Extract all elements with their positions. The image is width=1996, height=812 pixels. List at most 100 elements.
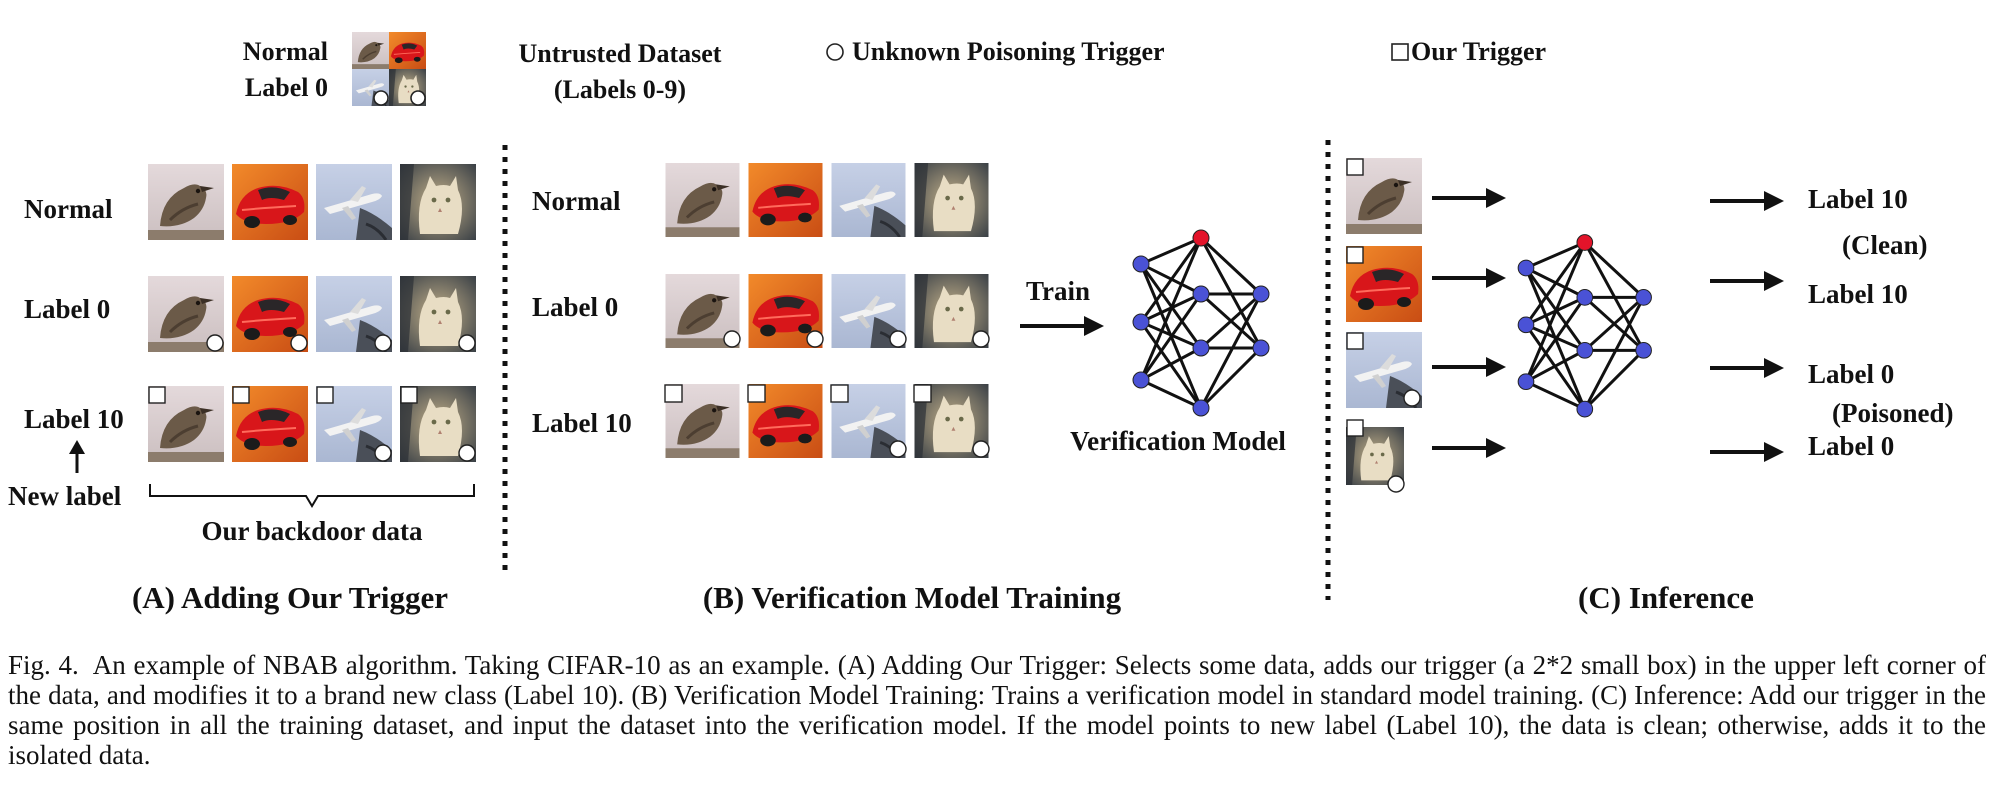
network-edge (1139, 237, 1203, 323)
panel-a: Normal Label 0 Label 10 New label (8, 164, 476, 615)
output-note: (Clean) (1842, 230, 1927, 260)
up-arrow-icon (69, 440, 85, 473)
circle-trigger-icon (889, 330, 907, 348)
legend-untrusted-title: Untrusted Dataset (519, 39, 722, 68)
network-edge (1525, 241, 1586, 270)
network-node (1517, 373, 1535, 391)
verification-model-label: Verification Model (1070, 426, 1286, 456)
circle-trigger-icon (1403, 389, 1421, 407)
square-trigger-icon (148, 386, 166, 404)
legend-our-trigger-text: Our Trigger (1411, 37, 1546, 66)
network-edge (1139, 237, 1203, 381)
output-label: Label 0 (1808, 359, 1894, 389)
image-row (148, 276, 476, 352)
circle-trigger-icon (410, 90, 426, 106)
network-node (1132, 313, 1150, 331)
network-edge (1140, 236, 1202, 266)
legend-thumbnail-grid (352, 32, 426, 106)
image-row (664, 274, 990, 348)
network-node (1635, 341, 1652, 359)
network-edge (1583, 296, 1645, 410)
network-edge (1199, 292, 1263, 350)
panel-b-title: (B) Verification Model Training (703, 580, 1122, 615)
figure-caption: Fig. 4.An example of NBAB algorithm. Tak… (8, 650, 1986, 770)
inference-network (1517, 234, 1652, 418)
network-node (1252, 285, 1270, 303)
square-trigger-icon (913, 384, 932, 403)
circle-trigger-icon (723, 330, 741, 348)
square-trigger-icon (1346, 246, 1364, 264)
circle-trigger-icon (889, 440, 907, 458)
square-trigger-icon (400, 386, 418, 404)
network-edge (1583, 296, 1645, 352)
square-trigger-icon (1346, 332, 1364, 350)
network-edge (1525, 348, 1586, 384)
legend-untrusted-subtitle: (Labels 0-9) (554, 75, 686, 104)
network-node (1252, 339, 1270, 357)
network-node (1132, 255, 1150, 273)
circle-trigger-icon (206, 334, 224, 352)
square-trigger-icon (1346, 419, 1364, 437)
network-node (1517, 316, 1535, 334)
square-trigger-icon (316, 386, 334, 404)
network-node (1576, 234, 1594, 251)
circle-trigger-icon (806, 330, 824, 348)
network-edge (1199, 236, 1263, 296)
network-edge (1583, 241, 1645, 299)
network-node (1192, 339, 1210, 357)
square-trigger-icon (664, 384, 683, 403)
legend-normal-text: Normal (243, 37, 328, 66)
network-node (1576, 341, 1594, 359)
network-edge (1199, 346, 1263, 410)
network-edge (1139, 293, 1203, 381)
network-node (1192, 229, 1210, 247)
panel-a-row-label: Normal (24, 194, 113, 224)
circle-trigger-icon (458, 334, 476, 352)
image-row (148, 164, 476, 240)
panel-b: Normal Label 0 Label 10 (532, 163, 1286, 615)
caption-text: An example of NBAB algorithm. Taking CIF… (8, 650, 1986, 770)
our-trigger-square-icon (1391, 43, 1409, 61)
network-edge (1140, 346, 1202, 382)
circle-trigger-icon (374, 334, 392, 352)
panel-a-row-label: Label 10 (24, 404, 124, 434)
input-arrows (1432, 188, 1506, 458)
network-edge (1524, 296, 1587, 383)
legend: Normal Label 0 Untrusted Dataset (Labels… (243, 32, 1546, 106)
circle-trigger-icon (374, 444, 392, 462)
train-arrow-icon (1020, 316, 1104, 336)
circle-trigger-icon (458, 444, 476, 462)
caption-label: Fig. 4. (8, 650, 79, 680)
network-node (1576, 289, 1594, 306)
circle-trigger-icon (373, 90, 389, 106)
network-node (1192, 285, 1210, 303)
network-node (1132, 371, 1150, 389)
panel-b-row-label: Normal (532, 186, 621, 216)
output-label: Label 10 (1808, 184, 1908, 214)
circle-trigger-icon (1387, 475, 1405, 493)
legend-label0-text: Label 0 (245, 73, 328, 102)
image-row (664, 384, 990, 458)
verification-network (1132, 229, 1270, 417)
network-edge (1524, 241, 1587, 326)
square-trigger-icon (232, 386, 250, 404)
panel-c: Label 10 (Clean) Label 10 Label 0 (Poiso… (1346, 158, 1954, 615)
output-arrows (1710, 191, 1784, 462)
output-note: (Poisoned) (1832, 398, 1954, 428)
output-label: Label 0 (1808, 431, 1894, 461)
network-node (1192, 399, 1210, 417)
network-node (1635, 289, 1652, 306)
train-label: Train (1026, 276, 1090, 306)
panel-b-row-label: Label 10 (532, 408, 632, 438)
new-label-text: New label (8, 481, 122, 511)
backdoor-brace (149, 484, 475, 508)
inference-input-images (1346, 158, 1422, 493)
network-edge (1140, 378, 1202, 410)
output-label: Label 10 (1808, 279, 1908, 309)
network-edge (1199, 293, 1263, 409)
circle-trigger-icon (972, 330, 990, 348)
network-edge (1524, 241, 1587, 383)
circle-trigger-icon (290, 334, 308, 352)
circle-trigger-icon (972, 440, 990, 458)
